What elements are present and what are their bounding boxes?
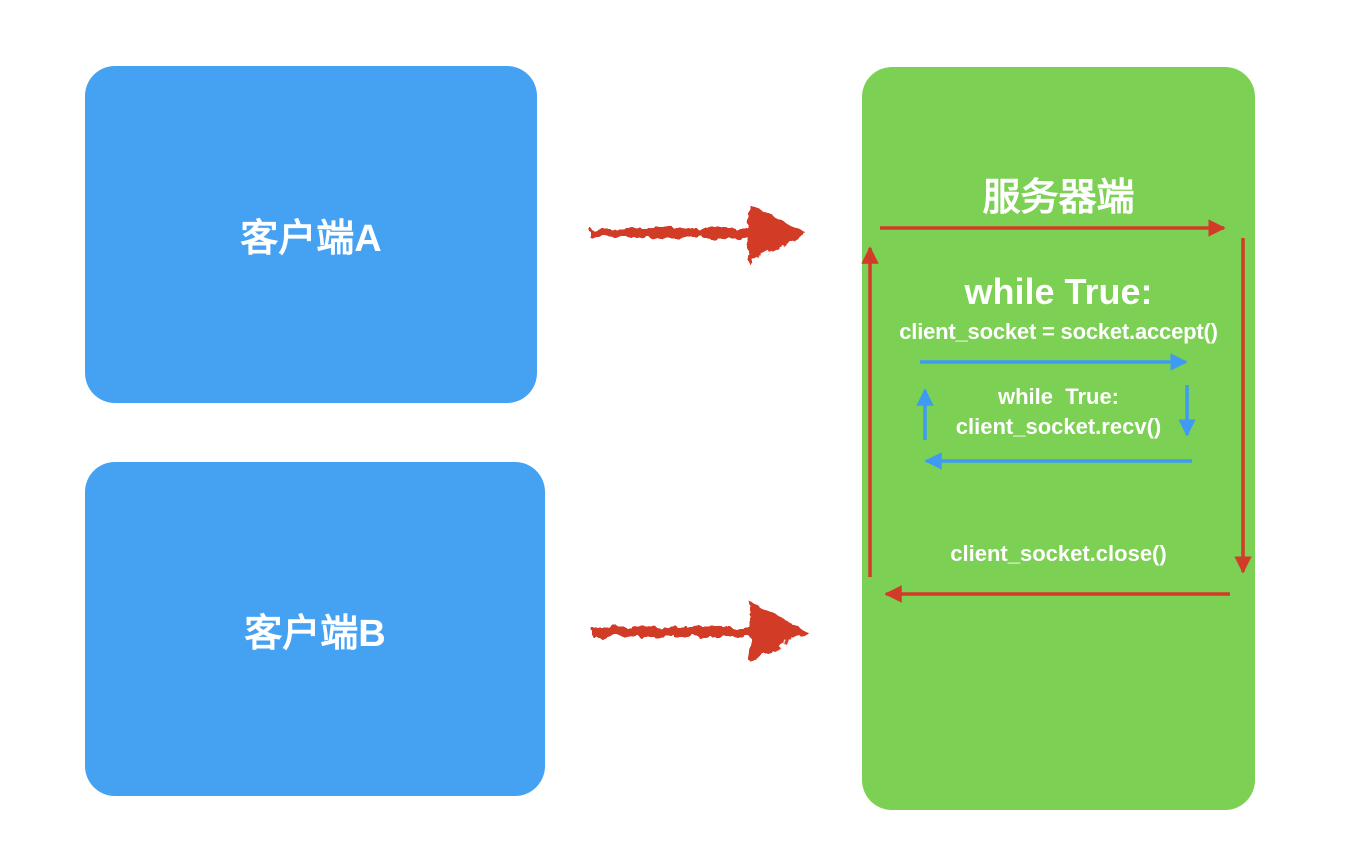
- client-b-label: 客户端B: [244, 612, 386, 655]
- client-b-box: 客户端B: [85, 462, 545, 796]
- server-box: [862, 67, 1255, 810]
- client-b-to-server-arrow: [592, 602, 808, 662]
- client-a-to-server-arrow: [590, 203, 806, 263]
- client-a-label: 客户端A: [240, 218, 382, 260]
- client-a-box: 客户端A: [85, 66, 537, 403]
